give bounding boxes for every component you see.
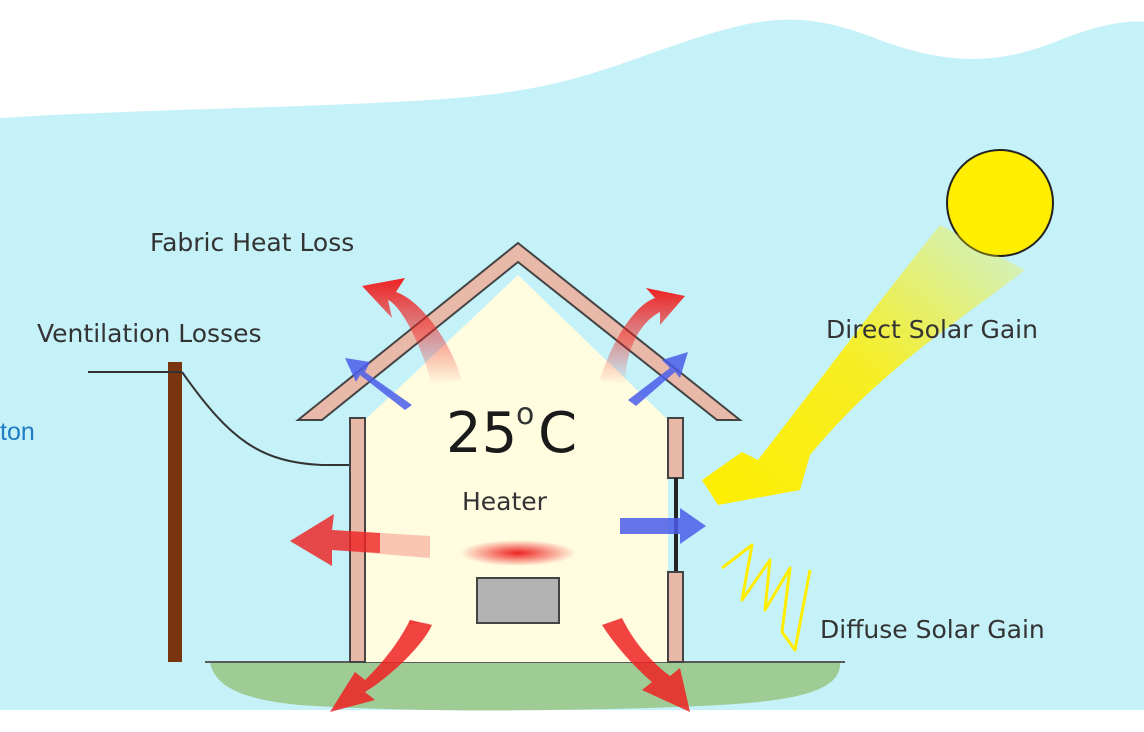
wall-right-upper xyxy=(667,417,684,479)
temperature-unit: C xyxy=(538,401,577,466)
heat-loss-arrow-floor-right xyxy=(602,618,690,712)
ventilation-arrow-window xyxy=(620,508,706,544)
utility-pole xyxy=(168,362,182,662)
temperature-value: 25 xyxy=(446,401,517,466)
sun-icon xyxy=(946,149,1054,257)
ventilation-arrow-roof-left xyxy=(345,358,412,410)
label-ventilation-losses: Ventilation Losses xyxy=(37,319,261,348)
heat-loss-arrow-roof-left xyxy=(362,278,462,385)
power-wire xyxy=(181,371,478,603)
temperature-degree: o xyxy=(516,397,534,432)
ground xyxy=(210,662,841,711)
label-heater: Heater xyxy=(462,487,548,516)
label-diffuse-solar-gain: Diffuse Solar Gain xyxy=(820,615,1045,644)
label-fabric-heat-loss: Fabric Heat Loss xyxy=(150,228,354,257)
wall-right-lower xyxy=(667,571,684,663)
heater-glow xyxy=(460,540,576,566)
direct-solar-gain-beam xyxy=(702,225,1025,505)
ventilation-arrow-roof-right xyxy=(628,352,688,406)
cut-off-link-text: ton xyxy=(0,418,35,446)
ventilation-arrows xyxy=(345,352,706,544)
diffuse-solar-gain-squiggle xyxy=(721,543,812,652)
heater-box xyxy=(476,577,560,624)
roof xyxy=(295,241,743,421)
label-direct-solar-gain: Direct Solar Gain xyxy=(826,315,1038,344)
heat-loss-arrow-roof-right xyxy=(600,288,685,385)
heat-loss-arrow-floor-left xyxy=(330,620,432,712)
fabric-heat-loss-arrows xyxy=(290,278,690,712)
